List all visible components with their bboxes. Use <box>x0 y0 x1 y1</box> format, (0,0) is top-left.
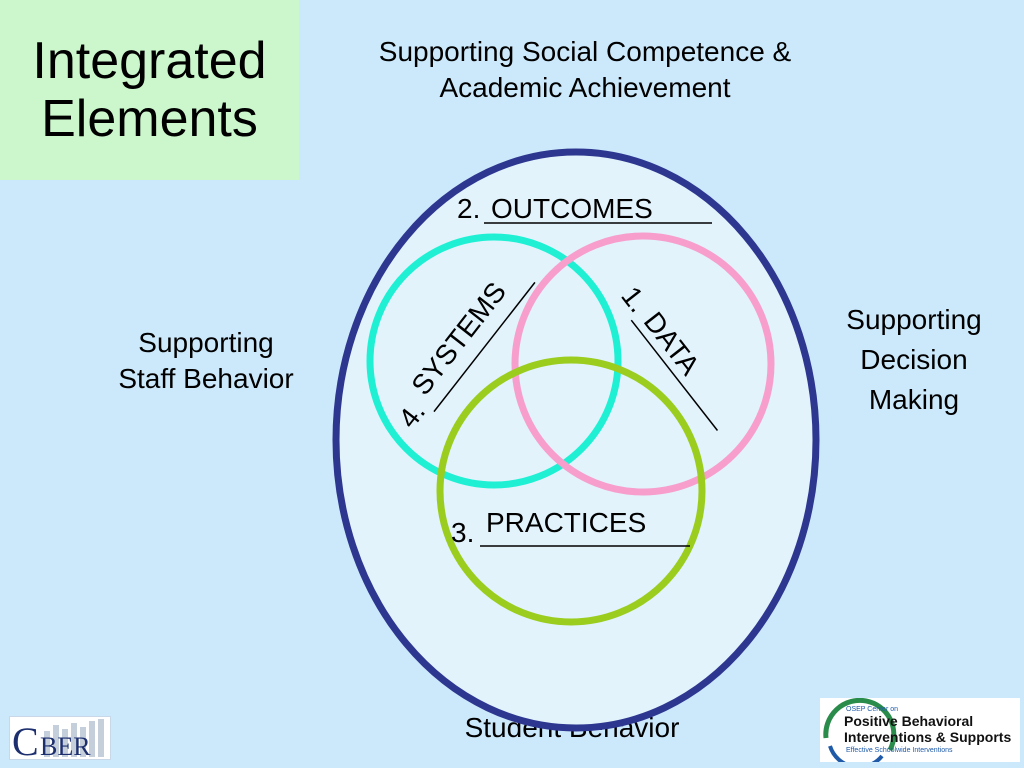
outer-ellipse <box>332 148 820 732</box>
right-label: Supporting Decision Making <box>820 300 1008 420</box>
title-box: Integrated Elements <box>0 0 299 180</box>
pbis-line-2: Positive Behavioral <box>844 713 973 729</box>
left-label: Supporting Staff Behavior <box>86 325 326 397</box>
right-label-line-2: Decision <box>860 344 968 375</box>
title-line-2: Elements <box>41 90 258 148</box>
outcomes-number: 2. <box>457 193 480 224</box>
practices-circle <box>436 356 706 626</box>
data-circle <box>511 232 775 496</box>
practices-number: 3. <box>451 517 474 548</box>
svg-text:C: C <box>12 719 39 760</box>
data-underline <box>630 319 719 431</box>
pbis-logo-icon: OSEP Center on Positive Behavioral Inter… <box>823 698 1011 762</box>
practices-label: PRACTICES <box>486 507 646 538</box>
cber-logo-icon: C BER <box>12 719 104 760</box>
pbis-line-3: Interventions & Supports <box>844 729 1011 745</box>
top-label: Supporting Social Competence & Academic … <box>320 34 850 106</box>
systems-underline <box>433 281 536 413</box>
top-label-line-1: Supporting Social Competence & <box>378 36 792 67</box>
outcomes-label: OUTCOMES <box>491 193 653 224</box>
right-label-line-1: Supporting <box>846 304 982 335</box>
right-label-line-3: Making <box>868 384 960 415</box>
cber-logo-text: BER <box>40 732 91 760</box>
systems-circle <box>366 233 622 489</box>
left-label-line-1: Supporting <box>138 327 274 358</box>
left-label-line-2: Staff Behavior <box>118 363 294 394</box>
pbis-line-1: OSEP Center on <box>846 706 898 713</box>
cber-logo: C BER <box>9 716 111 760</box>
title-line-1: Integrated <box>32 32 267 90</box>
pbis-logo: OSEP Center on Positive Behavioral Inter… <box>820 698 1020 762</box>
top-label-line-2: Academic Achievement <box>439 72 731 103</box>
pbis-line-4: Effective Schoolwide Interventions <box>846 747 953 754</box>
